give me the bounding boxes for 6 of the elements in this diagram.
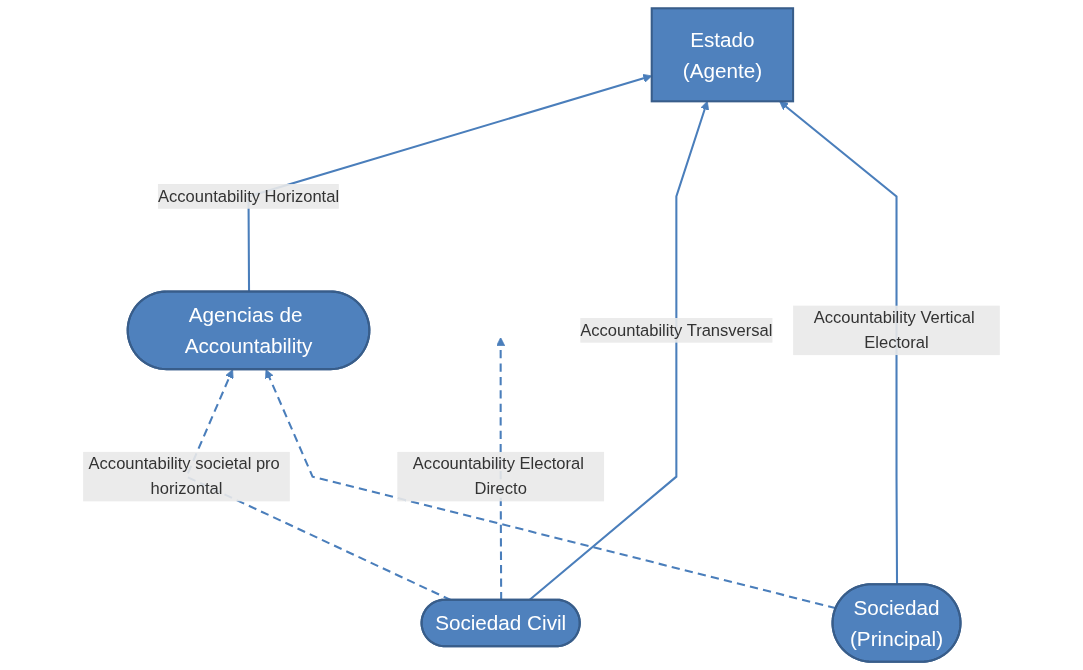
edge-label: Accountability Transversal [580,321,773,339]
edge-label: Accountability Vertical Electoral [813,308,975,352]
node-box: Estado (Agente) [650,7,795,103]
edge-label: Accountability Electoral Directo [412,454,584,498]
edge-label: Accountability Horizontal [157,187,340,205]
edge-label: Accountability societal pro horizontal [88,454,280,498]
